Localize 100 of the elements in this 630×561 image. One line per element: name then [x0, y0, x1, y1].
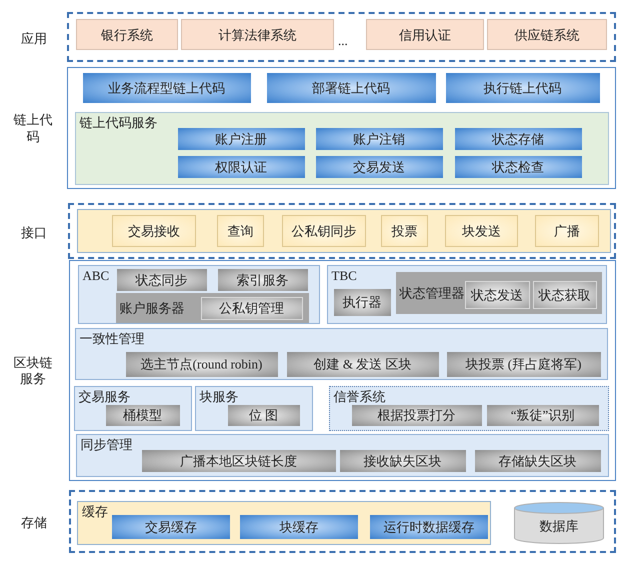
layer-label: 区块链服务 [12, 354, 54, 388]
box-label: 状态获取 [537, 288, 592, 301]
box-label: 计算法律系统 [218, 28, 298, 41]
panel-heading: 信誉系统 [334, 390, 386, 402]
module-panel [326, 264, 606, 324]
interface-box [217, 215, 264, 247]
ellipsis-label: ... [338, 34, 348, 47]
box-label: 业务流程型链上代码 [107, 81, 226, 94]
box-label: 账户注销 [352, 132, 406, 145]
box-label: 创建 & 发送 区块 [312, 358, 412, 370]
box-label: 广播 [553, 224, 581, 238]
box-label: 状态发送 [470, 288, 524, 301]
module-box [334, 288, 390, 316]
interface-box [445, 215, 518, 247]
box-label: 查询 [226, 224, 254, 238]
box-label: 公私钥管理 [218, 302, 285, 314]
box-label: 块缓存 [278, 520, 320, 534]
module-box [142, 450, 336, 472]
box-label: 银行系统 [100, 28, 154, 41]
panel-heading: 块服务 [200, 390, 238, 402]
panel-heading: 交易服务 [78, 390, 130, 402]
cache-panel [77, 501, 491, 545]
box-label: 桶模型 [122, 408, 163, 422]
box-label: 交易发送 [352, 160, 406, 173]
box-label: 索引服务 [236, 273, 290, 286]
panel-heading: 状态管理器 [400, 286, 464, 299]
module-box [126, 352, 278, 376]
cache-box [370, 515, 488, 539]
interface-panel [77, 209, 611, 253]
box-label: 数据库 [538, 520, 580, 533]
module-box [286, 352, 438, 376]
panel-heading: 账户服务器 [120, 301, 184, 314]
module-panel [194, 386, 312, 430]
module-panel [74, 386, 192, 430]
box-label: 存储缺失区块 [498, 454, 578, 467]
chaincode-box [82, 72, 250, 102]
service-box [178, 128, 304, 150]
module-box [116, 268, 206, 290]
module-box [340, 450, 466, 472]
layer-label: 接口 [20, 224, 48, 242]
box-label: 供应链系统 [514, 28, 580, 41]
interface-box [381, 215, 428, 247]
module-box [228, 404, 300, 426]
panel-heading: 同步管理 [80, 438, 132, 450]
module-box [218, 268, 308, 290]
panel-heading: 一致性管理 [80, 332, 144, 344]
box-label: 块发送 [461, 224, 502, 238]
box-label: “叛徒”识别 [510, 408, 576, 422]
panel-heading: ABC [82, 268, 110, 282]
box-label: 状态同步 [134, 273, 188, 286]
service-box [178, 156, 304, 178]
box-label: 状态存储 [490, 132, 545, 145]
service-box [316, 156, 442, 178]
box-label: 账户注册 [214, 132, 268, 145]
service-panel [74, 112, 608, 184]
interface-box [282, 215, 366, 247]
box-label: 根据投票打分 [376, 408, 456, 422]
box-label: 交易缓存 [144, 520, 198, 534]
module-panel [74, 328, 608, 380]
box-label: 交易接收 [127, 224, 181, 238]
app-box [487, 19, 607, 50]
app-box [366, 19, 484, 50]
database-cylinder [514, 502, 604, 544]
box-label: 公私钥同步 [290, 224, 358, 238]
module-box [200, 296, 302, 320]
app-box [76, 19, 178, 50]
layer-label: 链上代码 [12, 112, 54, 146]
panel-heading: TBC [332, 268, 357, 282]
box-label: 状态检查 [490, 160, 545, 173]
box-label: 位 图 [248, 408, 280, 422]
module-box [352, 404, 482, 426]
module-box [106, 404, 180, 426]
box-label: 接收缺失区块 [362, 454, 442, 467]
cache-box [112, 515, 230, 539]
box-label: 权限认证 [214, 160, 268, 173]
module-box [464, 280, 530, 308]
panel-heading: 缓存 [82, 505, 108, 518]
chaincode-box [446, 72, 600, 102]
box-label: 选主节点(round robin) [140, 358, 264, 370]
service-box [454, 156, 582, 178]
box-label: 部署链上代码 [311, 81, 391, 94]
box-label: 执行链上代码 [482, 81, 562, 94]
interface-box [112, 215, 196, 247]
cache-box [240, 515, 358, 539]
module-box [116, 292, 308, 322]
layer-label: 应用 [20, 30, 48, 48]
interface-box [535, 215, 599, 247]
module-box [396, 272, 602, 314]
box-label: 运行时数据缓存 [382, 520, 476, 534]
box-label: 执行器 [342, 296, 382, 308]
chaincode-box [266, 72, 436, 102]
app-box [181, 19, 334, 50]
service-box [316, 128, 442, 150]
box-label: 块投票 (拜占庭将军) [464, 358, 582, 370]
box-label: 投票 [390, 224, 418, 238]
module-box [532, 280, 596, 308]
service-box [454, 128, 582, 150]
layer-label: 存储 [20, 515, 48, 532]
module-panel [78, 264, 320, 324]
panel-heading: 链上代码服务 [80, 116, 158, 128]
